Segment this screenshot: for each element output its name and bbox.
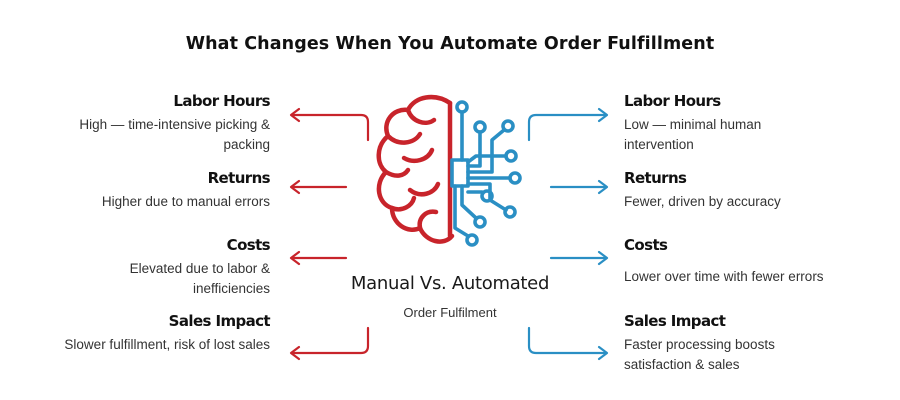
- manual-sales-impact-heading: Sales Impact: [168, 312, 271, 330]
- automated-costs-description: Lower over time with fewer errors: [624, 269, 824, 284]
- manual-costs-description: Elevated due to labor & inefficiencies: [129, 261, 270, 296]
- automated-sales-impact: Sales Impact Faster processing boosts sa…: [624, 312, 874, 375]
- automated-returns-description: Fewer, driven by accuracy: [624, 194, 781, 209]
- manual-returns-description: Higher due to manual errors: [101, 194, 270, 209]
- manual-returns-heading: Returns: [207, 169, 271, 187]
- automated-arrows: [527, 107, 609, 361]
- manual-sales-impact: Sales Impact Slower fulfillment, risk of…: [20, 312, 270, 355]
- center-subtitle: Order Fulfilment: [403, 305, 497, 320]
- arrow-left-icon: [289, 107, 370, 142]
- automated-returns-heading: Returns: [624, 169, 687, 187]
- circuit-icon: [450, 100, 522, 247]
- automated-labor-hours: Labor Hours Low — minimal human interven…: [624, 92, 874, 155]
- center-title: Manual Vs. Automated: [350, 273, 550, 294]
- manual-labor-hours-heading: Labor Hours: [173, 92, 270, 110]
- arrow-right-icon: [527, 107, 609, 142]
- manual-labor-hours-description: High — time-intensive picking & packing: [79, 117, 270, 152]
- automated-sales-impact-heading: Sales Impact: [624, 312, 726, 330]
- automated-sales-impact-description: Faster processing boosts satisfaction & …: [624, 337, 775, 372]
- automated-labor-hours-description: Low — minimal human intervention: [624, 117, 762, 152]
- manual-labor-hours: Labor Hours High — time-intensive pickin…: [20, 92, 270, 155]
- arrow-right-icon: [549, 179, 609, 195]
- manual-costs: Costs Elevated due to labor & inefficien…: [20, 236, 271, 299]
- arrow-right-icon: [549, 250, 609, 266]
- automated-returns: Returns Fewer, driven by accuracy: [624, 169, 874, 212]
- automated-labor-hours-heading: Labor Hours: [624, 92, 721, 110]
- arrow-left-icon: [289, 179, 348, 195]
- manual-arrows: [289, 107, 370, 361]
- manual-costs-heading: Costs: [226, 236, 271, 254]
- brain-half-icon: [376, 94, 455, 244]
- automated-costs-heading: Costs: [624, 236, 668, 254]
- page-title: What Changes When You Automate Order Ful…: [185, 34, 715, 54]
- automated-costs: Costs Lower over time with fewer errors: [624, 236, 874, 287]
- manual-returns: Returns Higher due to manual errors: [20, 169, 271, 212]
- arrow-left-icon: [289, 326, 370, 361]
- manual-sales-impact-description: Slower fulfillment, risk of lost sales: [64, 337, 270, 352]
- arrow-left-icon: [289, 250, 348, 266]
- brain-circuit-icon: [376, 94, 522, 247]
- arrow-right-icon: [527, 326, 609, 361]
